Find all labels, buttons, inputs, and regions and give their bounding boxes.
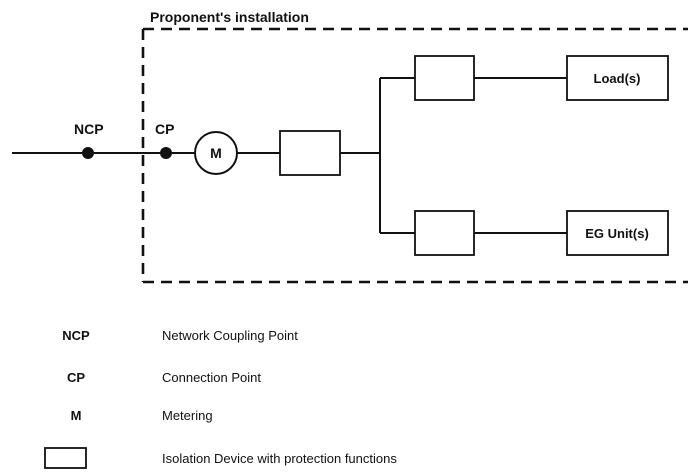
- cp-label: CP: [155, 121, 174, 137]
- eg-unit-box: [566, 210, 669, 256]
- load-isolation-device: [414, 55, 475, 101]
- legend-desc-isolation-device: Isolation Device with protection functio…: [162, 451, 397, 466]
- installation-boundary: [141, 27, 688, 284]
- cp-point: [160, 147, 172, 159]
- meter-label: M: [210, 145, 222, 161]
- legend-symbol-ncp: NCP: [62, 328, 90, 343]
- legend-desc-metering: Metering: [162, 408, 213, 423]
- eg-isolation-device: [414, 210, 475, 256]
- ncp-point: [82, 147, 94, 159]
- load-label: Load(s): [594, 71, 641, 86]
- ncp-label: NCP: [74, 121, 104, 137]
- legend: NCP Network Coupling Point CP Connection…: [44, 328, 397, 469]
- eg-unit-label: EG Unit(s): [585, 226, 649, 241]
- meter-circle: [194, 131, 238, 175]
- main-isolation-device: [279, 130, 341, 176]
- load-box: [566, 55, 669, 101]
- legend-desc-cp: Connection Point: [162, 370, 261, 385]
- isolation-device-box-icon: [44, 447, 87, 469]
- legend-symbol-metering: M: [71, 408, 82, 423]
- installation-title: Proponent's installation: [150, 9, 309, 25]
- legend-desc-ncp: Network Coupling Point: [162, 328, 298, 343]
- legend-symbol-cp: CP: [67, 370, 85, 385]
